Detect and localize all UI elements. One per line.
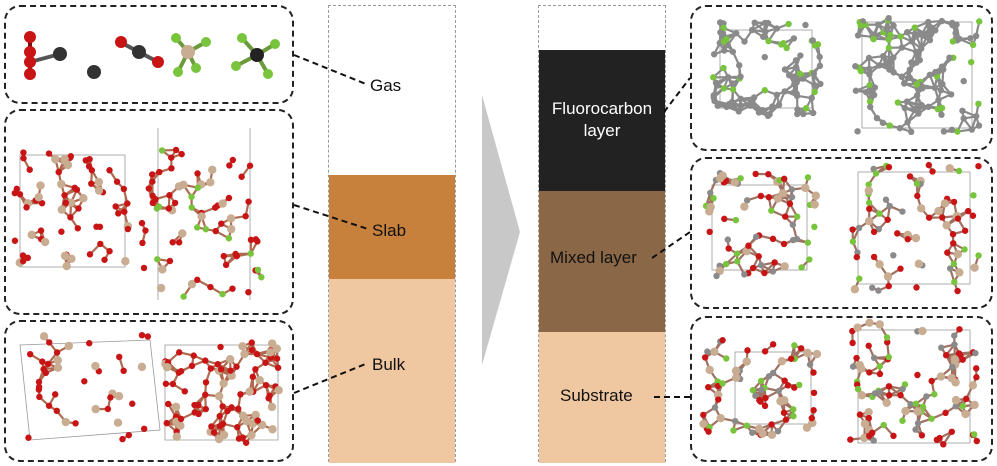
bulk-cluster-left [25,331,152,443]
fluorocarbon-label-line1: Fluorocarbon [551,99,653,118]
gas-band [329,6,455,175]
mixed-connector [651,231,691,259]
fluorocarbon-cluster-right [852,14,983,136]
right-layer-column [538,5,666,463]
bulk-cluster-right [161,339,283,446]
slab-band [329,175,455,279]
mixed-cluster-left [702,169,821,280]
substrate-cluster-left [699,337,822,439]
mixed-layer-label: Mixed layer [550,248,637,267]
slab-cluster-left [11,149,133,271]
mixed-band [539,191,665,332]
left-layer-column [328,5,456,463]
fluorocarbon-band [539,50,665,191]
fluorocarbon-cluster-left [710,19,824,120]
bulk-connector [293,362,369,394]
mixed-cluster-right [849,161,982,295]
substrate-cluster-right [847,318,981,448]
substrate-label: Substrate [560,386,633,405]
slab-label: Slab [372,221,407,240]
fluorocarbon-label-line2: layer [583,121,621,140]
gas-molecules [24,31,280,80]
fluorocarbon-connector [663,77,691,113]
bulk-label: Bulk [372,355,406,374]
gas-label: Gas [370,76,402,95]
fluorocarbon-label: Fluorocarbon layer [538,98,666,142]
slab-cluster-right [138,146,265,300]
substrate-band [539,332,665,463]
gas-connector [293,54,367,85]
slab-connector [293,204,369,230]
top-empty-band [539,6,665,50]
